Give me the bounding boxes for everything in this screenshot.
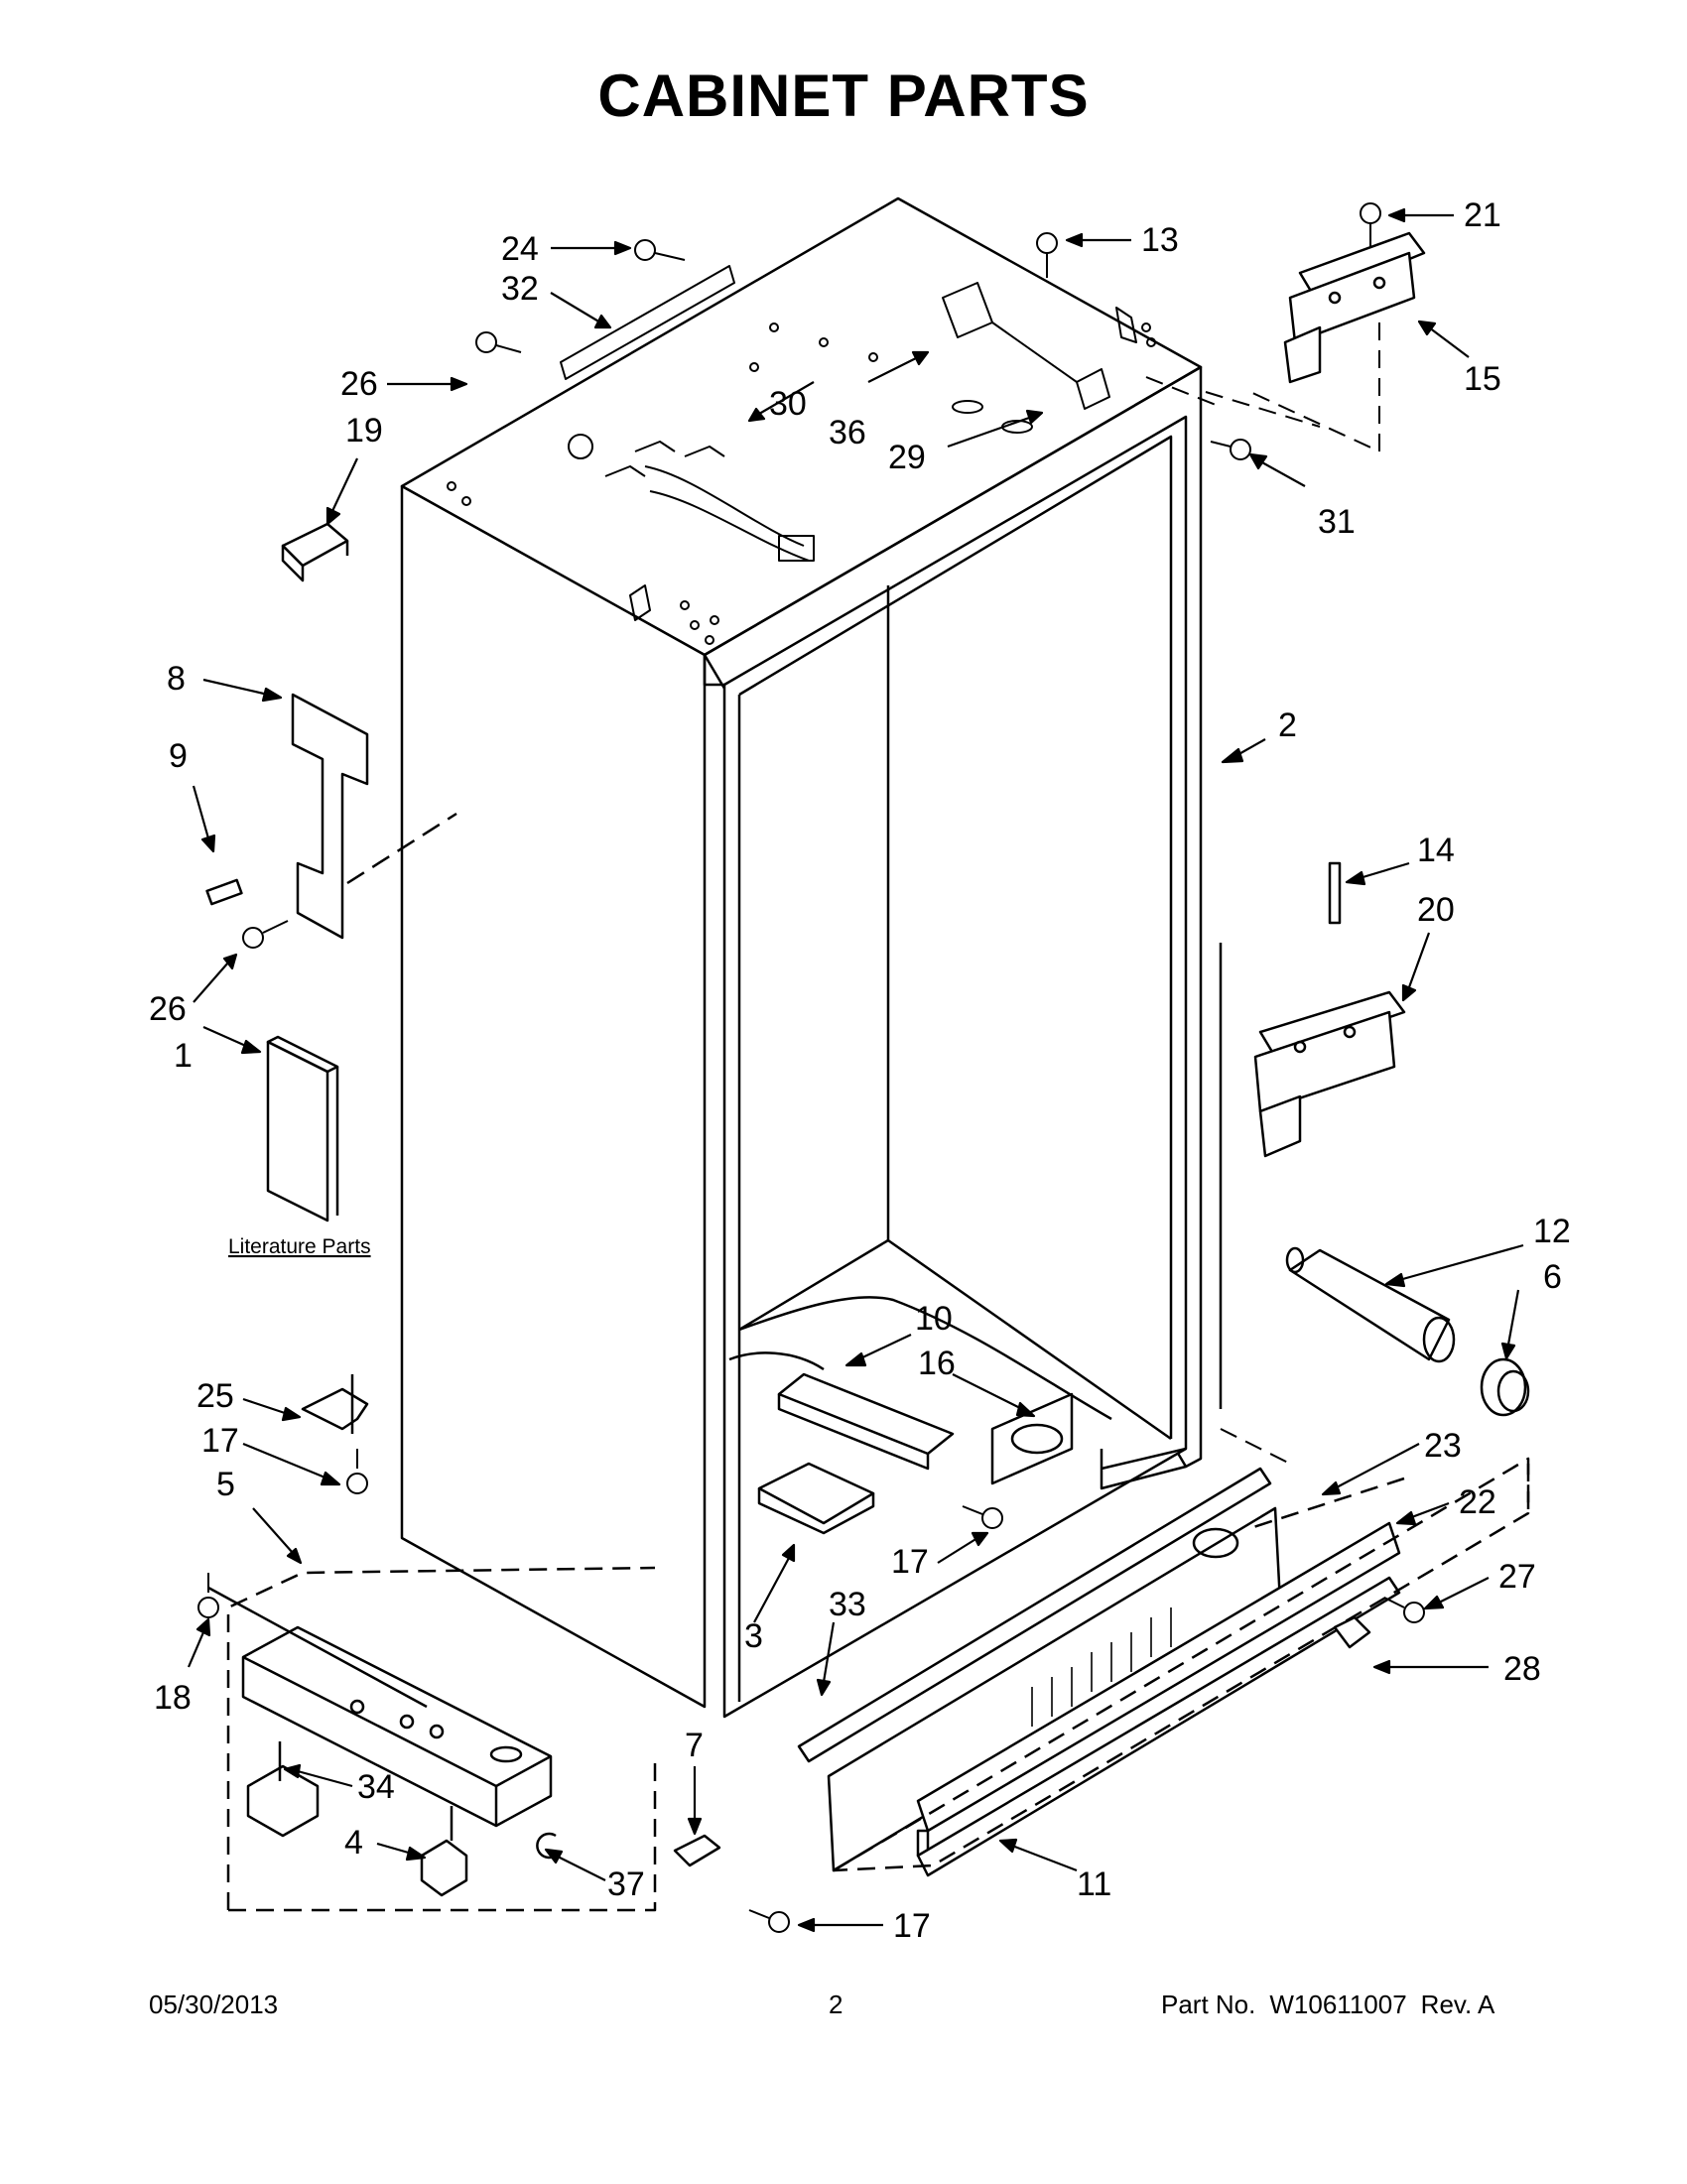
callout-24: 24 xyxy=(501,230,539,268)
part-number: W10611007 xyxy=(1269,1990,1407,2019)
connection-lines xyxy=(1145,322,1380,1465)
base-assembly xyxy=(207,1566,657,1912)
revision: Rev. A xyxy=(1420,1990,1495,2019)
callout-2: 2 xyxy=(1278,707,1297,744)
clip-19 xyxy=(281,522,349,582)
footer-page-number: 2 xyxy=(829,1990,844,2019)
callout-15: 15 xyxy=(1464,360,1501,398)
callout-23: 23 xyxy=(1424,1427,1462,1465)
callout-33: 33 xyxy=(829,1586,866,1623)
callout-26-top: 26 xyxy=(340,365,378,403)
callout-12: 12 xyxy=(1533,1213,1571,1250)
top-details xyxy=(447,265,1156,645)
footer-date: 05/30/2013 xyxy=(149,1990,279,2019)
callout-labels: 24 32 26 19 13 30 36 29 21 15 31 8 9 26 … xyxy=(149,196,1571,1945)
lower-hinge xyxy=(1219,943,1406,1409)
callout-5: 5 xyxy=(216,1466,235,1503)
callout-29: 29 xyxy=(888,439,926,476)
page-title: CABINET PARTS xyxy=(597,63,1090,129)
callout-25: 25 xyxy=(196,1377,234,1415)
callout-20: 20 xyxy=(1417,891,1455,929)
callout-30: 30 xyxy=(769,385,807,423)
callout-9: 9 xyxy=(169,737,188,775)
leader-lines xyxy=(187,207,1524,1933)
callout-10: 10 xyxy=(915,1300,953,1338)
callout-18: 18 xyxy=(154,1679,192,1717)
literature-parts-label: Literature Parts xyxy=(228,1235,371,1258)
callout-8: 8 xyxy=(167,660,186,698)
water-filter xyxy=(1285,1246,1530,1417)
callout-4: 4 xyxy=(344,1824,363,1862)
callout-37: 37 xyxy=(607,1865,645,1903)
callout-28: 28 xyxy=(1503,1650,1541,1688)
callout-22: 22 xyxy=(1459,1483,1496,1521)
callout-21: 21 xyxy=(1464,196,1501,234)
callout-17-bottom: 17 xyxy=(893,1907,931,1945)
callout-17-mid: 17 xyxy=(891,1543,929,1581)
literature-book xyxy=(266,1035,339,1222)
grille-assembly xyxy=(797,1457,1530,1877)
callout-27: 27 xyxy=(1498,1558,1536,1596)
callout-32: 32 xyxy=(501,270,539,308)
part-label: Part No. xyxy=(1161,1990,1256,2019)
callout-34: 34 xyxy=(357,1768,395,1806)
upper-hinge xyxy=(1283,231,1426,384)
side-plate xyxy=(205,693,457,940)
callout-14: 14 xyxy=(1417,832,1455,869)
callout-13: 13 xyxy=(1141,221,1179,259)
footer-part-info: Part No. W10611007 Rev. A xyxy=(1161,1990,1508,2020)
callout-26-side: 26 xyxy=(149,990,187,1028)
callout-1: 1 xyxy=(174,1037,193,1075)
callout-7: 7 xyxy=(685,1727,704,1764)
callout-6: 6 xyxy=(1543,1258,1562,1296)
callout-3: 3 xyxy=(744,1617,763,1655)
callout-11: 11 xyxy=(1077,1865,1111,1903)
callout-16: 16 xyxy=(918,1345,956,1382)
screws xyxy=(197,202,1425,1933)
cabinet-shell xyxy=(400,196,1203,1719)
callout-19: 19 xyxy=(345,412,383,450)
callout-17-left: 17 xyxy=(201,1422,239,1460)
small-parts xyxy=(301,861,1371,1867)
callout-31: 31 xyxy=(1318,503,1356,541)
callout-36: 36 xyxy=(829,414,866,451)
